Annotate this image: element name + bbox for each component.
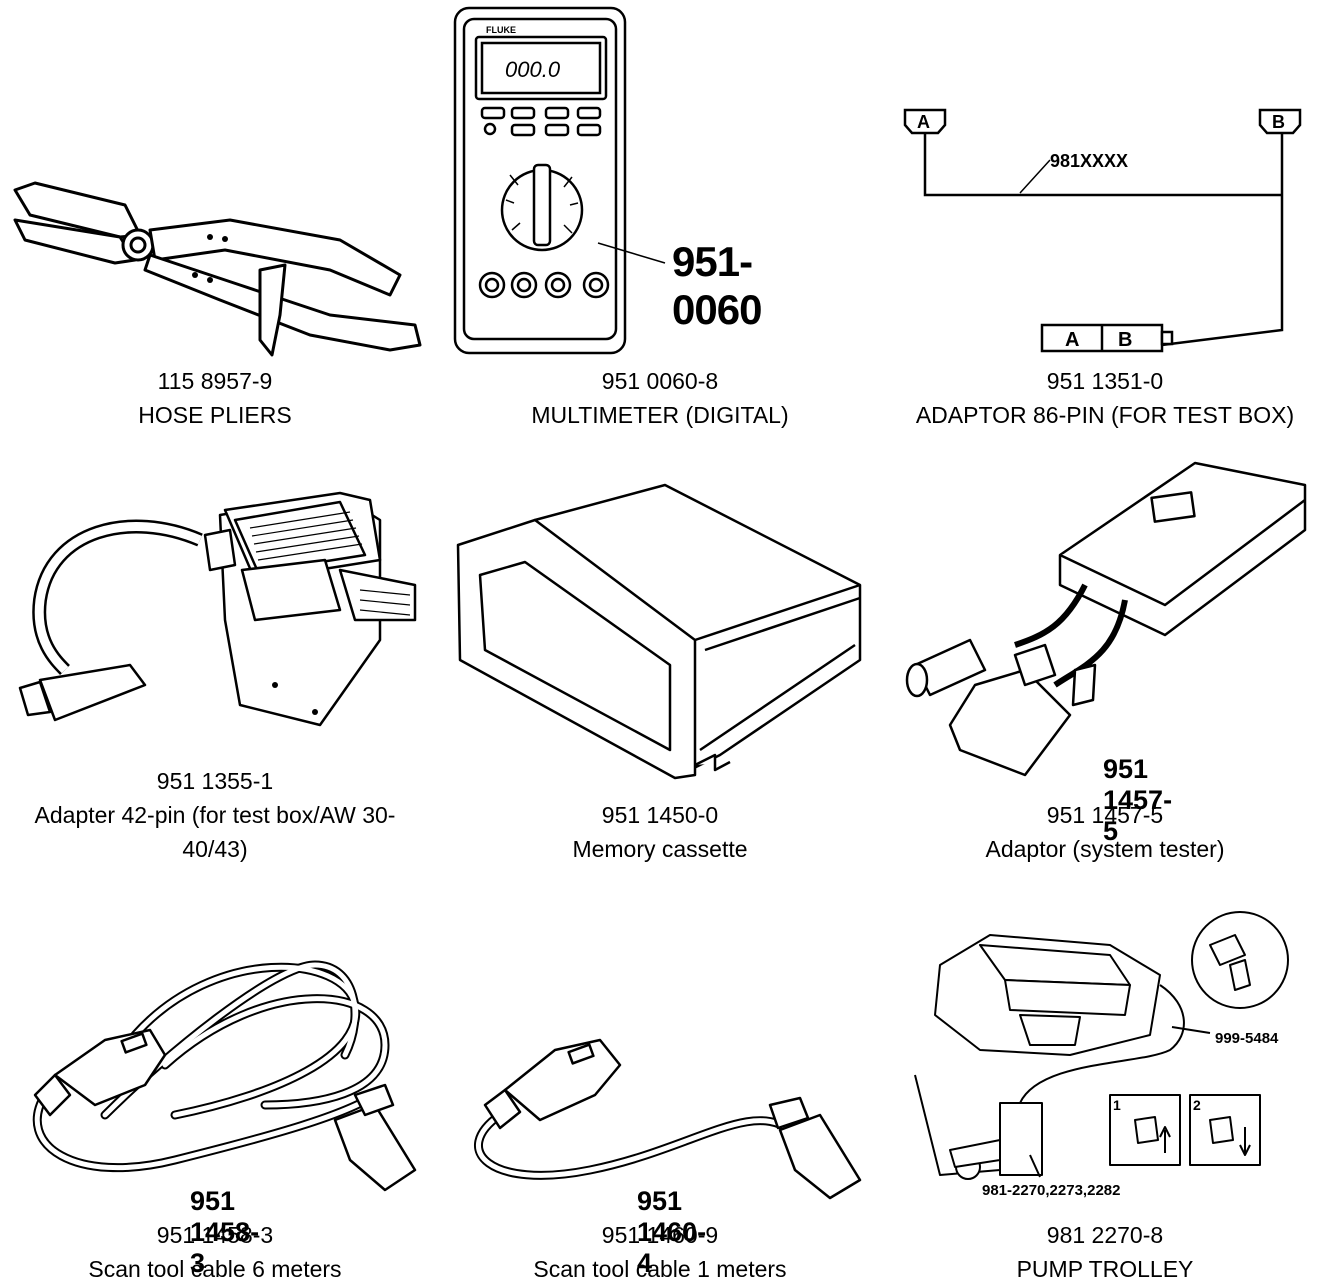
plug-a-label: A (1065, 329, 1079, 351)
multimeter-brand: FLUKE (486, 25, 516, 35)
part-number: 981 2270-8 (1046, 1222, 1164, 1248)
pump-trolley-illustration: 999-5484 981-2270,2273,2282 1 2 (914, 911, 1289, 1199)
plug-b-label: B (1118, 329, 1132, 351)
adaptor-86pin-illustration: A B A B 981XXXX (903, 108, 1302, 353)
part-number: 951 1355-1 (156, 768, 274, 794)
step-1-label: 1 (1113, 1097, 1121, 1113)
part-name: Adaptor (system tester) (985, 836, 1225, 862)
memory-cassette-illustration (456, 483, 862, 780)
part-number: 951 1450-0 (601, 802, 719, 828)
multimeter-illustration: FLUKE 000.0 (453, 6, 666, 355)
scan-cable-1m-callout: 951 1460-4 (637, 1186, 707, 1278)
scan-cable-1m-illustration (474, 1038, 862, 1200)
hose-pliers-illustration (13, 181, 422, 357)
part-name: MULTIMETER (DIGITAL) (531, 402, 789, 428)
multimeter-callout: 951-0060 (672, 238, 762, 333)
adaptor-callout: 951 1457-5 (1103, 754, 1173, 846)
adapter-42pin-illustration (18, 491, 417, 727)
cable-label: 981XXXX (1050, 151, 1128, 171)
part-name-line2: 40/43) (182, 836, 248, 862)
part-name: HOSE PLIERS (138, 402, 292, 428)
part-name: Memory cassette (572, 836, 748, 862)
part-number: 951 1460-9 (601, 1222, 719, 1248)
part-number: 115 8957-9 (157, 368, 273, 394)
part-name: Scan tool cable 6 meters (88, 1256, 342, 1282)
part-number: 951 1458-3 (156, 1222, 274, 1248)
adaptor-system-tester-illustration (905, 461, 1307, 777)
part-name: ADAPTOR 86-PIN (FOR TEST BOX) (915, 402, 1295, 428)
pump-label: 981-2270,2273,2282 (982, 1182, 1120, 1199)
multimeter-display: 000.0 (505, 57, 561, 82)
part-number: 951 1351-0 (1046, 368, 1164, 394)
part-name: Scan tool cable 1 meters (533, 1256, 787, 1282)
scan-cable-6m-illustration (32, 960, 417, 1192)
part-number: 951 0060-8 (601, 368, 719, 394)
connector-b-label: B (1272, 112, 1285, 132)
part-number: 951 1457-5 (1046, 802, 1164, 828)
part-name: Adapter 42-pin (for test box/AW 30- (34, 802, 396, 828)
hose-label: 999-5484 (1215, 1030, 1279, 1047)
step-2-label: 2 (1193, 1097, 1201, 1113)
part-name: PUMP TROLLEY (1016, 1256, 1194, 1282)
connector-a-label: A (917, 112, 930, 132)
scan-cable-6m-callout: 951 1458-3 (190, 1186, 260, 1278)
